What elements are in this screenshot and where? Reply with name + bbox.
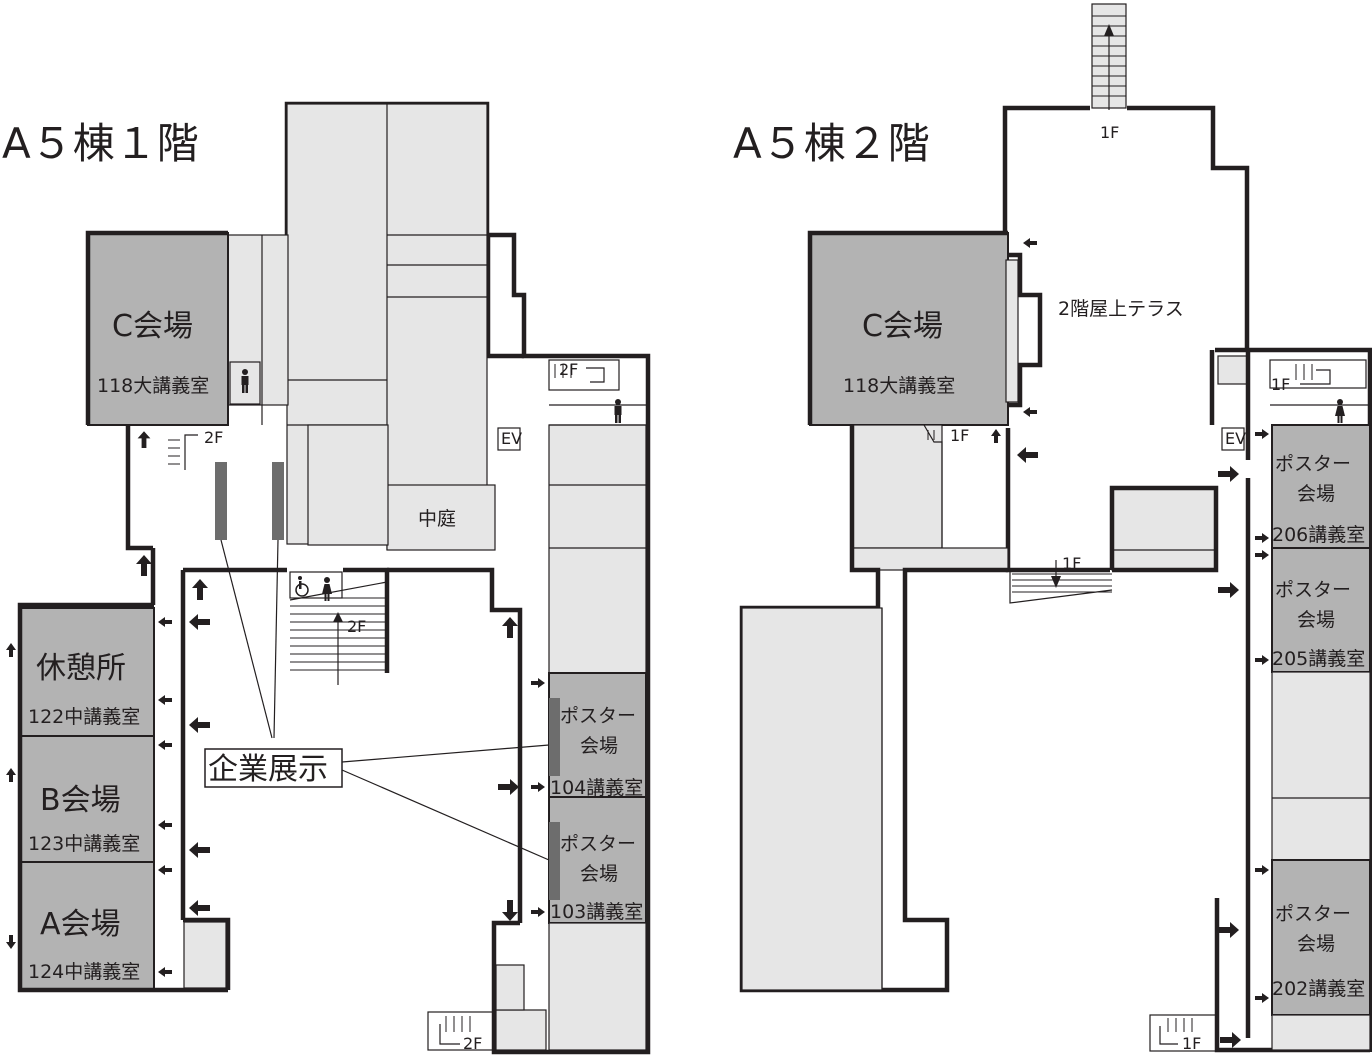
poster206-line2: 会場 [1297, 483, 1335, 505]
stairs-icon[interactable] [554, 364, 572, 378]
poster206-line1: ポスター [1275, 453, 1351, 475]
rest-area[interactable] [19, 607, 155, 737]
stairs-icon[interactable] [168, 439, 180, 465]
rest-area-room: 122中講義室 [28, 706, 140, 728]
courtyard-label: 中庭 [418, 508, 456, 530]
stairs-label: 2F [463, 1034, 482, 1053]
stairs-label: 1F [1182, 1034, 1201, 1053]
stairs-label: 1F [1100, 123, 1119, 142]
floor2-title: A５棟２階 [733, 119, 930, 168]
floor2-c-hall-room: 118大講義室 [843, 375, 955, 397]
exhibit-label: 企業展示 [208, 752, 328, 787]
floor1-c-hall-room: 118大講義室 [97, 375, 209, 397]
stairs-icon[interactable] [927, 430, 935, 440]
poster205-line1: ポスター [1275, 579, 1351, 601]
rooftop-terrace: 2階屋上テラス [1058, 298, 1184, 320]
floor2-map: A５棟２階 1F C会場 118大講義室 2階屋上テラス [733, 3, 1372, 1053]
stairs-label: 2F [204, 428, 223, 447]
stairs-icon[interactable] [1012, 573, 1112, 593]
stairs-label: 1F [1271, 375, 1290, 394]
poster202-line2: 会場 [1297, 933, 1335, 955]
floor1-b-hall[interactable] [19, 735, 155, 863]
floor2-poster-202[interactable] [1271, 859, 1371, 1016]
poster205-line2: 会場 [1297, 609, 1335, 631]
floor1-map: A５棟１階 中庭 C会場 118大講義室 休憩所 122中講義 [2, 101, 651, 1055]
poster104-room: 104講義室 [550, 777, 643, 799]
poster104-line2: 会場 [580, 735, 618, 757]
floor2-poster-206[interactable] [1271, 424, 1371, 549]
poster104-line1: ポスター [560, 705, 636, 727]
floor1-b-hall-name: B会場 [40, 783, 121, 818]
restroom-male-icon-2 [614, 399, 622, 423]
stairs-icon[interactable] [1167, 1018, 1193, 1032]
floor1-a-hall[interactable] [19, 861, 155, 991]
floor1-a-hall-name: A会場 [40, 907, 121, 942]
floor2-poster-205[interactable] [1271, 547, 1371, 673]
stairs-label: 2F [347, 617, 366, 636]
stairs-label: 1F [950, 426, 969, 445]
floor2-elevator[interactable]: EV [1225, 429, 1246, 448]
floor1-b-hall-room: 123中講義室 [28, 833, 140, 855]
poster206-room: 206講義室 [1272, 524, 1365, 546]
floor1-elevator[interactable]: EV [501, 429, 522, 448]
floor1-c-hall-name: C会場 [112, 309, 193, 344]
floor1-a-hall-room: 124中講義室 [28, 961, 140, 983]
poster202-line1: ポスター [1275, 903, 1351, 925]
floor2-c-hall-name: C会場 [862, 309, 943, 344]
restroom-female-icon-2 [1335, 399, 1345, 423]
stairs-icon[interactable] [445, 1016, 471, 1032]
poster103-line1: ポスター [560, 833, 636, 855]
wheelchair-icon [295, 576, 309, 597]
floor2-c-hall[interactable] [809, 232, 1009, 426]
rest-area-name: 休憩所 [36, 651, 126, 686]
poster103-room: 103講義室 [550, 901, 643, 923]
floor1-title: A５棟１階 [2, 119, 199, 168]
exhibit-booth [215, 462, 227, 540]
stairs-icon[interactable] [1295, 364, 1313, 380]
poster205-room: 205講義室 [1272, 648, 1365, 670]
poster103-line2: 会場 [580, 863, 618, 885]
exhibit-booth [272, 462, 284, 540]
stairs-label: 1F [1062, 554, 1081, 573]
poster202-room: 202講義室 [1272, 978, 1365, 1000]
stairs-label: 2F [559, 360, 578, 379]
